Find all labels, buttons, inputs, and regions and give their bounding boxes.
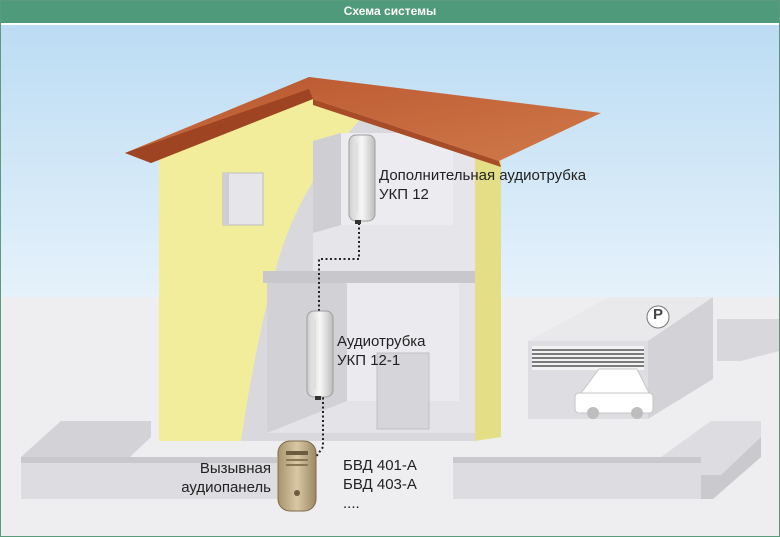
fence bbox=[21, 319, 779, 499]
model-list: БВД 401-А БВД 403-А .... bbox=[343, 456, 417, 513]
main-handset bbox=[306, 310, 334, 400]
model-item-1: БВД 401-А bbox=[343, 457, 417, 474]
parking-sign-letter: P bbox=[652, 306, 663, 323]
main-handset-label-line2: УКП 12-1 bbox=[337, 352, 401, 369]
parking-sign bbox=[646, 305, 670, 329]
extra-handset-label-line2: УКП 12 bbox=[379, 186, 429, 203]
extra-handset-label-line1: Дополнительная аудиотрубка bbox=[379, 167, 587, 184]
system-scene: P Дополнительная аудиотрубка УКП 12 Ауди… bbox=[1, 25, 779, 536]
window bbox=[222, 172, 264, 226]
main-handset-label: Аудиотрубка УКП 12-1 bbox=[337, 332, 426, 370]
car bbox=[574, 368, 654, 419]
model-item-more: .... bbox=[343, 495, 360, 512]
extra-handset-label: Дополнительная аудиотрубка УКП 12 bbox=[379, 166, 586, 204]
model-item-2: БВД 403-А bbox=[343, 476, 417, 493]
call-panel-label-line1: Вызывная bbox=[199, 460, 271, 477]
house-side-wall bbox=[475, 151, 501, 441]
call-panel bbox=[277, 440, 317, 512]
garage-door-shutter bbox=[532, 346, 644, 370]
garage bbox=[528, 297, 713, 419]
call-panel-label: Вызывная аудиопанель bbox=[173, 459, 271, 497]
scene-illustration bbox=[1, 25, 779, 536]
diagram-title: Схема системы bbox=[343, 4, 437, 18]
roof bbox=[125, 77, 601, 167]
title-bar: Схема системы bbox=[1, 1, 779, 25]
main-handset-label-line1: Аудиотрубка bbox=[337, 333, 426, 350]
call-panel-label-line2: аудиопанель bbox=[181, 479, 271, 496]
extra-handset bbox=[348, 134, 376, 224]
